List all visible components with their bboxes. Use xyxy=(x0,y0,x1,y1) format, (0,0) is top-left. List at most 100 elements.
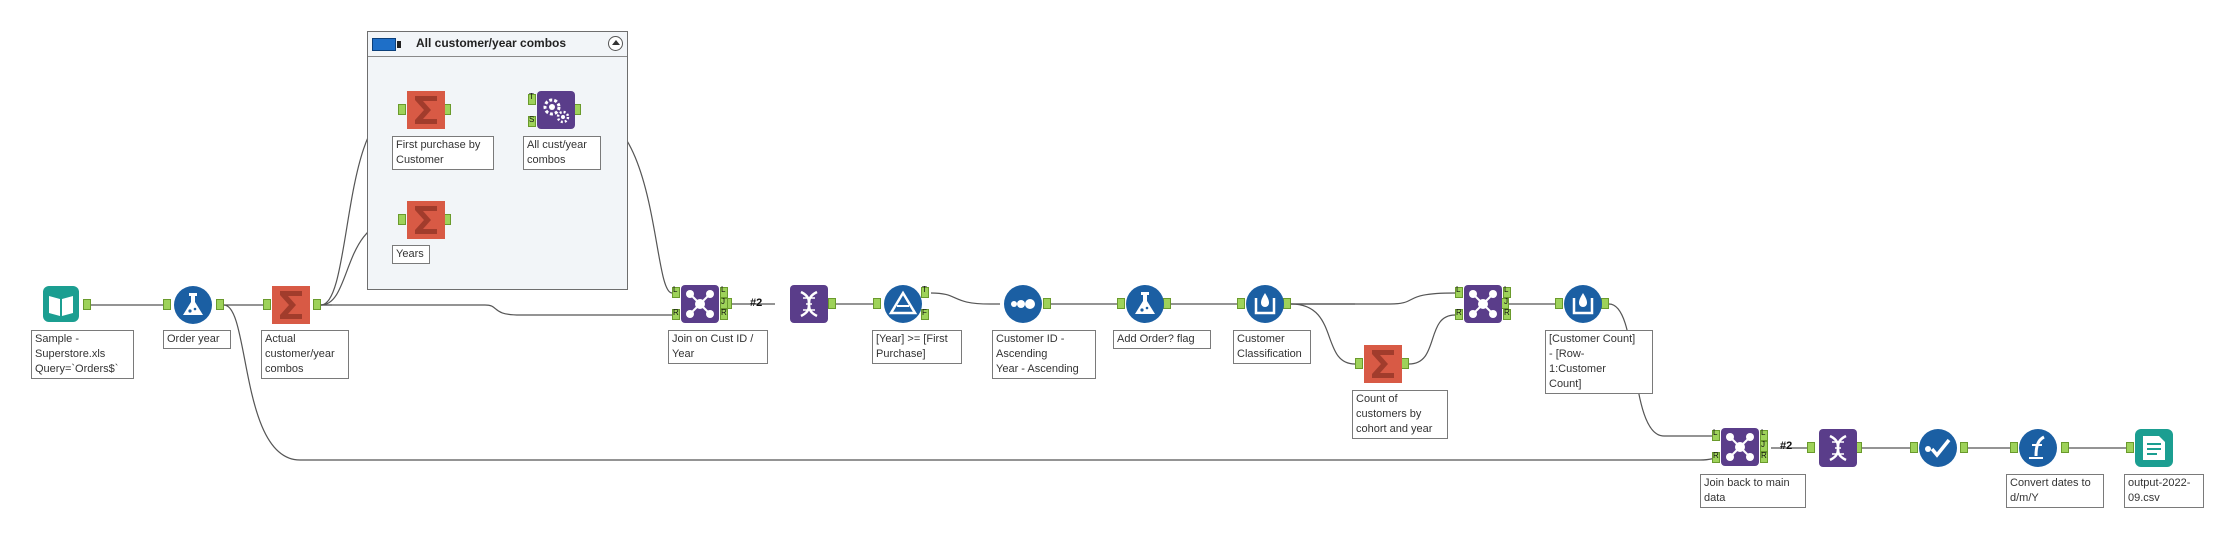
join-icon xyxy=(1464,285,1502,323)
input-anchor[interactable] xyxy=(398,214,406,225)
input-anchor[interactable] xyxy=(1910,442,1918,453)
tool-annotation: Convert dates to d/m/Y xyxy=(2006,474,2104,508)
summarize-sigma-icon xyxy=(1364,345,1402,383)
append-fields-tool[interactable] xyxy=(536,90,576,130)
summarize-tool[interactable] xyxy=(406,90,446,130)
input-data-tool[interactable] xyxy=(42,285,80,323)
tool-annotation: Count of customers by cohort and year xyxy=(1352,390,1448,439)
input-anchor[interactable] xyxy=(1807,442,1815,453)
join-output-anchor[interactable] xyxy=(1760,441,1768,452)
join-icon xyxy=(681,285,719,323)
tool-annotation: Customer Classification xyxy=(1233,330,1311,364)
right-anchor-letter: R xyxy=(1761,451,1767,460)
output-anchor[interactable] xyxy=(216,299,224,310)
right-anchor-letter: R xyxy=(721,308,727,317)
union-tool[interactable] xyxy=(1818,428,1858,468)
left-input-anchor[interactable] xyxy=(1455,287,1463,298)
summarize-tool[interactable] xyxy=(406,200,446,240)
summarize-tool[interactable] xyxy=(271,285,311,325)
left-output-anchor[interactable] xyxy=(1760,430,1768,441)
left-input-anchor[interactable] xyxy=(1712,430,1720,441)
tool-annotation: Add Order? flag xyxy=(1113,330,1211,349)
container-header[interactable]: All customer/year combos xyxy=(368,32,627,57)
input-anchor[interactable] xyxy=(2010,442,2018,453)
input-anchor[interactable] xyxy=(1117,298,1125,309)
right-anchor-letter: R xyxy=(1504,308,1510,317)
right-input-anchor[interactable] xyxy=(1712,452,1720,463)
multi-row-formula-tool[interactable] xyxy=(1245,284,1285,324)
right-anchor-letter: R xyxy=(673,308,679,317)
tool-annotation: Join back to main data xyxy=(1700,474,1806,508)
append-gears-icon xyxy=(537,91,575,129)
input-anchor[interactable] xyxy=(398,104,406,115)
output-anchor[interactable] xyxy=(1043,298,1051,309)
left-output-anchor[interactable] xyxy=(720,287,728,298)
join-anchor-letter: J xyxy=(1761,440,1765,449)
output-data-tool[interactable] xyxy=(2134,428,2174,468)
tool-annotation: [Year] >= [First Purchase] xyxy=(872,330,962,364)
left-anchor-letter: L xyxy=(673,285,678,294)
output-anchor[interactable] xyxy=(83,299,91,310)
summarize-tool[interactable] xyxy=(1363,344,1403,384)
input-anchor[interactable] xyxy=(1355,358,1363,369)
select-check-icon xyxy=(1919,429,1957,467)
join-tool[interactable] xyxy=(1720,427,1760,467)
source-anchor-letter: S xyxy=(529,115,535,124)
summarize-sigma-icon xyxy=(272,286,310,324)
formula-tool[interactable] xyxy=(173,285,213,325)
collapse-icon[interactable] xyxy=(608,36,623,51)
tool-annotation: All cust/year combos xyxy=(523,136,601,170)
datetime-tool[interactable] xyxy=(2018,428,2058,468)
join-output-anchor[interactable] xyxy=(720,298,728,309)
false-anchor[interactable] xyxy=(921,309,929,320)
container-icon xyxy=(372,38,401,51)
output-anchor[interactable] xyxy=(2061,442,2069,453)
sort-tool[interactable] xyxy=(1003,284,1043,324)
target-anchor[interactable] xyxy=(528,94,536,105)
right-anchor-letter: R xyxy=(1456,308,1462,317)
output-anchor[interactable] xyxy=(1960,442,1968,453)
tool-annotation: Customer ID - Ascending Year - Ascending xyxy=(992,330,1096,379)
input-anchor[interactable] xyxy=(263,299,271,310)
input-anchor[interactable] xyxy=(1237,298,1245,309)
input-anchor[interactable] xyxy=(828,298,836,309)
right-output-anchor[interactable] xyxy=(1503,309,1511,320)
true-anchor[interactable] xyxy=(921,287,929,298)
join-tool[interactable] xyxy=(1463,284,1503,324)
tool-annotation: First purchase by Customer xyxy=(392,136,494,170)
input-anchor[interactable] xyxy=(1555,298,1563,309)
formula-flask-icon xyxy=(174,286,212,324)
join-anchor-letter: J xyxy=(1504,297,1508,306)
input-anchor[interactable] xyxy=(873,298,881,309)
formula-flask-icon xyxy=(1126,285,1164,323)
summarize-sigma-icon xyxy=(407,91,445,129)
left-output-anchor[interactable] xyxy=(1503,287,1511,298)
right-input-anchor[interactable] xyxy=(1455,309,1463,320)
left-input-anchor[interactable] xyxy=(672,287,680,298)
right-input-anchor[interactable] xyxy=(672,309,680,320)
left-anchor-letter: L xyxy=(1504,285,1509,294)
union-dna-icon xyxy=(1819,429,1857,467)
tool-annotation: Sample - Superstore.xls Query=`Orders$` xyxy=(31,330,134,379)
join-tool[interactable] xyxy=(680,284,720,324)
tool-annotation: Order year xyxy=(163,330,231,349)
right-output-anchor[interactable] xyxy=(1760,452,1768,463)
join-anchor-letter: J xyxy=(721,297,725,306)
multi-row-formula-tool[interactable] xyxy=(1563,284,1603,324)
output-anchor[interactable] xyxy=(313,299,321,310)
tool-annotation: Join on Cust ID / Year xyxy=(668,330,768,364)
multirow-formula-icon xyxy=(1246,285,1284,323)
formula-tool[interactable] xyxy=(1125,284,1165,324)
right-output-anchor[interactable] xyxy=(720,309,728,320)
connection-tag: #2 xyxy=(1780,440,1793,452)
left-anchor-letter: L xyxy=(1456,285,1461,294)
left-anchor-letter: L xyxy=(1713,428,1718,437)
input-anchor[interactable] xyxy=(163,299,171,310)
union-tool[interactable] xyxy=(789,284,829,324)
source-anchor[interactable] xyxy=(528,116,536,127)
join-icon xyxy=(1721,428,1759,466)
input-anchor[interactable] xyxy=(2126,442,2134,453)
filter-tool[interactable] xyxy=(883,284,923,324)
select-tool[interactable] xyxy=(1918,428,1958,468)
